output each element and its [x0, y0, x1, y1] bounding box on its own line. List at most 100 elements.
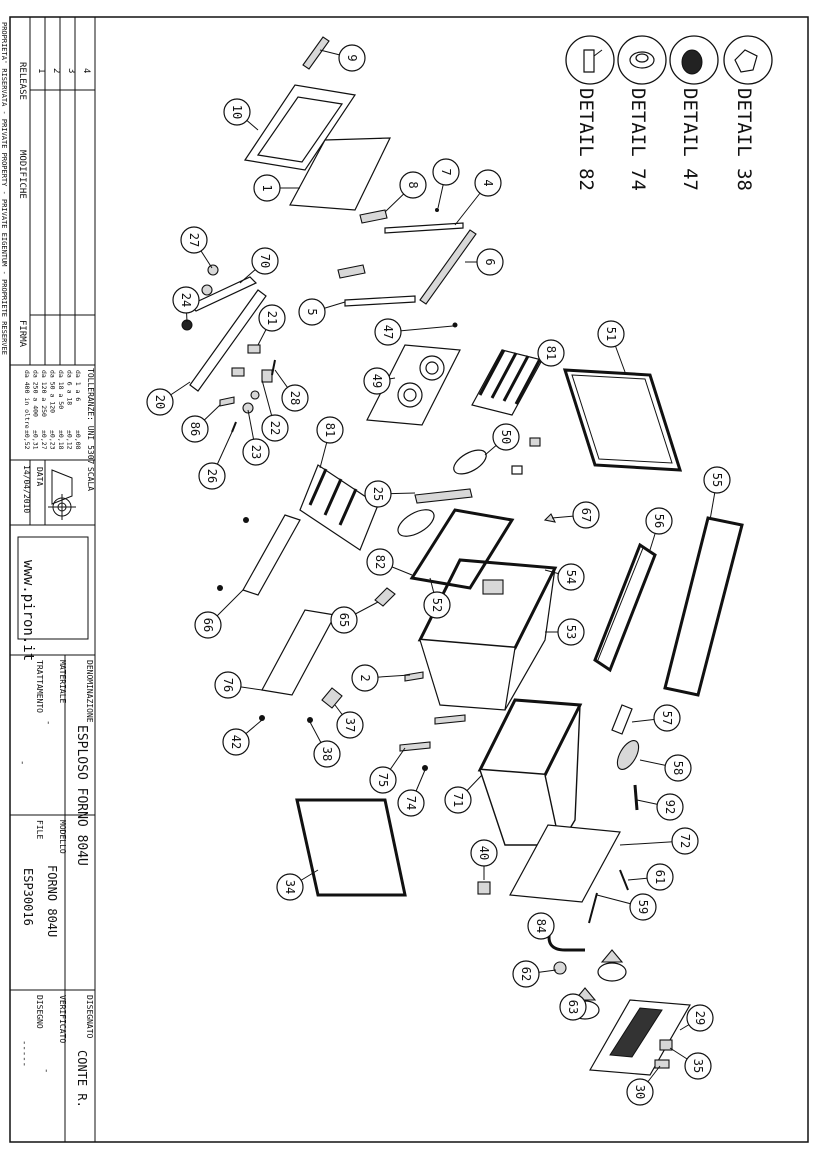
balloon-circle	[172, 286, 200, 314]
part-56-inner-panel	[593, 542, 657, 673]
balloon-72: 72	[619, 827, 699, 855]
balloon-circle	[626, 1078, 654, 1106]
balloon-circle	[686, 1004, 714, 1032]
balloon-5: 5	[298, 298, 346, 326]
balloon-number: 67	[579, 508, 593, 522]
balloon-number: 35	[691, 1059, 705, 1073]
part-75-bracket	[399, 741, 431, 752]
balloon-55: 55	[703, 466, 731, 521]
balloon-circle	[684, 1052, 712, 1080]
balloon-circle	[645, 507, 673, 535]
balloon-number: 9	[345, 54, 359, 61]
balloon-number: 65	[337, 613, 351, 627]
balloon-35: 35	[669, 1047, 712, 1080]
balloon-circle	[253, 174, 281, 202]
balloon-number: 23	[249, 445, 263, 459]
tolerance-value-6: ±0,31	[32, 430, 40, 450]
balloon-71: 71	[444, 774, 483, 814]
part-81-heater-upper	[471, 349, 543, 416]
balloon-50: 50	[484, 423, 520, 456]
balloon-circle	[222, 728, 250, 756]
balloon-25: 25	[364, 480, 416, 508]
balloon-circle	[432, 158, 460, 186]
part-5-bar	[344, 295, 416, 307]
tolerance-range-4: da 50 a 120	[49, 370, 57, 413]
balloon-circle	[336, 711, 364, 739]
balloon-84: 84	[527, 912, 555, 940]
part-55-outer-panel	[663, 516, 744, 697]
balloon-number: 70	[258, 254, 272, 268]
balloon-30: 30	[626, 1065, 661, 1106]
release-row-2: 2	[51, 68, 61, 73]
balloon-circle	[251, 247, 279, 275]
balloon-number: 50	[499, 430, 513, 444]
part-71-outer-box	[477, 698, 583, 777]
balloon-23: 23	[242, 409, 270, 466]
balloon-number: 62	[519, 967, 533, 981]
modello-label: MODELLO	[58, 820, 67, 854]
balloon-number: 6	[483, 258, 497, 265]
tolleranze-label: TOLLERANZE: UNI 5307	[86, 368, 95, 465]
balloon-4: 4	[454, 169, 502, 226]
tolerance-range-3: da 18 a 50	[57, 370, 65, 409]
balloon-number: 81	[323, 423, 337, 437]
balloon-70: 70	[239, 247, 279, 284]
balloon-number: 55	[710, 473, 724, 487]
balloon-circle	[298, 298, 326, 326]
balloon-81: 81	[316, 416, 344, 469]
part-9-handle	[302, 36, 330, 70]
release-label: RELEASE	[17, 62, 27, 100]
balloon-34: 34	[276, 869, 319, 901]
balloon-number: 63	[566, 1000, 580, 1014]
balloon-circle	[597, 320, 625, 348]
verificato-value: -	[41, 1068, 51, 1073]
balloon-circle	[629, 893, 657, 921]
balloon-51: 51	[597, 320, 626, 373]
balloon-circle	[223, 98, 251, 126]
balloon-6: 6	[465, 248, 504, 276]
balloon-37: 37	[334, 704, 364, 739]
balloon-65: 65	[330, 601, 379, 634]
release-row-4: 4	[81, 68, 91, 73]
tolerance-range-2: da 6 a 18	[66, 370, 74, 405]
balloon-circle	[559, 993, 587, 1021]
balloon-circle	[492, 423, 520, 451]
balloon-number: 7	[439, 168, 453, 175]
file-value: ESP30016	[21, 868, 35, 926]
balloon-2: 2	[351, 664, 411, 692]
balloon-number: 74	[404, 796, 418, 810]
balloon-callouts: 1245678910202122232425262728293034353738…	[146, 44, 731, 1106]
balloon-number: 76	[221, 678, 235, 692]
balloon-82: 82	[366, 548, 413, 576]
denominazione-value: ESPLOSO FORNO 804U	[74, 725, 89, 866]
balloon-circle	[258, 304, 286, 332]
balloon-circle	[363, 367, 391, 395]
balloon-number: 84	[534, 919, 548, 933]
balloon-circle	[338, 44, 366, 72]
balloon-number: 81	[544, 346, 558, 360]
disegnato-label: DISEGNATO	[85, 995, 94, 1039]
balloon-number: 5	[305, 308, 319, 315]
balloon-number: 72	[678, 834, 692, 848]
part-4-bar	[384, 222, 464, 234]
balloon-number: 37	[343, 718, 357, 732]
balloon-52: 52	[423, 577, 451, 619]
tolerance-value-4: ±0,23	[49, 430, 57, 450]
detail-47-label: DETAIL 47	[679, 88, 701, 191]
balloon-75: 75	[369, 747, 406, 794]
scala-label: SCALA	[86, 467, 95, 491]
balloon-number: 59	[636, 900, 650, 914]
release-row-1: 1	[36, 68, 46, 73]
tolerance-range-7: da 400 in oltre	[23, 370, 31, 429]
part-20-profile	[189, 289, 267, 392]
part-8-hinge	[359, 209, 388, 224]
tolerance-value-5: ±0,27	[40, 430, 48, 450]
balloon-circle	[364, 480, 392, 508]
balloon-circle	[351, 664, 379, 692]
balloon-38: 38	[309, 721, 341, 768]
balloon-circle	[703, 466, 731, 494]
balloon-8: 8	[384, 171, 427, 213]
disegnato-value: CONTE R.	[75, 1050, 89, 1108]
